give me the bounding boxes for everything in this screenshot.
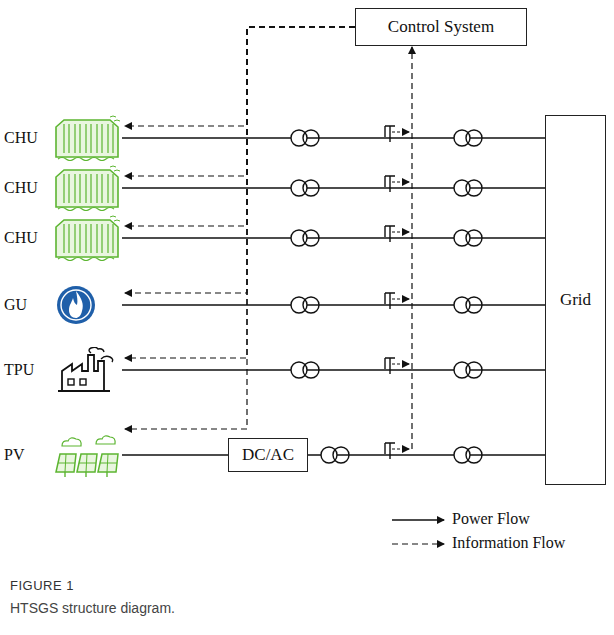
- plant-icon: [52, 347, 122, 393]
- switch-symbol: [385, 293, 395, 309]
- control-system-box: Control System: [355, 8, 527, 46]
- measurement-arrow: [392, 131, 409, 132]
- legend-text: Power Flow: [452, 510, 530, 528]
- legend-sample: [392, 519, 444, 521]
- box-label: Grid: [560, 290, 591, 310]
- dam-icon: [52, 215, 122, 261]
- pv-icon: [52, 432, 122, 478]
- grid-box: Grid: [545, 115, 606, 485]
- pv-unit: PV: [2, 432, 122, 478]
- legend-sample: [392, 543, 444, 544]
- power-flow: [308, 454, 545, 456]
- information-flow: [125, 27, 355, 429]
- information-flow: [125, 27, 355, 176]
- hydro-unit: CHU: [2, 215, 122, 261]
- box-label: DC/AC: [242, 445, 294, 465]
- measurement-arrow: [392, 448, 409, 449]
- information-flow: [125, 27, 355, 293]
- source-label: PV: [4, 446, 24, 464]
- source-label: TPU: [4, 361, 34, 379]
- inverter-box: DC/AC: [228, 438, 308, 472]
- measurement-arrow: [392, 181, 409, 182]
- gas-unit: GU: [2, 282, 122, 328]
- switch-symbol: [385, 443, 395, 459]
- transformer-symbol: [466, 297, 482, 313]
- dam-icon: [52, 115, 122, 161]
- hydro-unit: CHU: [2, 115, 122, 161]
- measurement-arrow: [392, 231, 409, 232]
- legend-text: Information Flow: [452, 534, 565, 552]
- transformer-symbol: [303, 230, 319, 246]
- transformer-symbol: [303, 297, 319, 313]
- transformer-symbol: [303, 130, 319, 146]
- transformer-symbol: [303, 180, 319, 196]
- source-label: CHU: [4, 179, 38, 197]
- switch-symbol: [385, 358, 395, 374]
- measurement-arrow: [392, 298, 409, 299]
- transformer-symbol: [466, 230, 482, 246]
- information-flow: [125, 27, 355, 126]
- switch-symbol: [385, 176, 395, 192]
- information-flow: [125, 27, 355, 358]
- information-flow: [125, 27, 355, 226]
- dam-icon: [52, 165, 122, 211]
- gas-icon: [52, 282, 122, 328]
- transformer-symbol: [466, 362, 482, 378]
- transformer-symbol: [466, 130, 482, 146]
- transformer-symbol: [333, 447, 349, 463]
- figure-number: FIGURE 1: [10, 578, 74, 593]
- measurement-arrow: [392, 363, 409, 364]
- box-label: Control System: [388, 17, 494, 37]
- switch-symbol: [385, 226, 395, 242]
- source-label: GU: [4, 296, 27, 314]
- source-label: CHU: [4, 229, 38, 247]
- thermal-unit: TPU: [2, 347, 122, 393]
- information-return-line: [411, 47, 412, 449]
- power-flow: [122, 454, 228, 456]
- transformer-symbol: [466, 447, 482, 463]
- transformer-symbol: [466, 180, 482, 196]
- transformer-symbol: [303, 362, 319, 378]
- figure-caption: HTSGS structure diagram.: [10, 600, 175, 616]
- switch-symbol: [385, 126, 395, 142]
- hydro-unit: CHU: [2, 165, 122, 211]
- source-label: CHU: [4, 129, 38, 147]
